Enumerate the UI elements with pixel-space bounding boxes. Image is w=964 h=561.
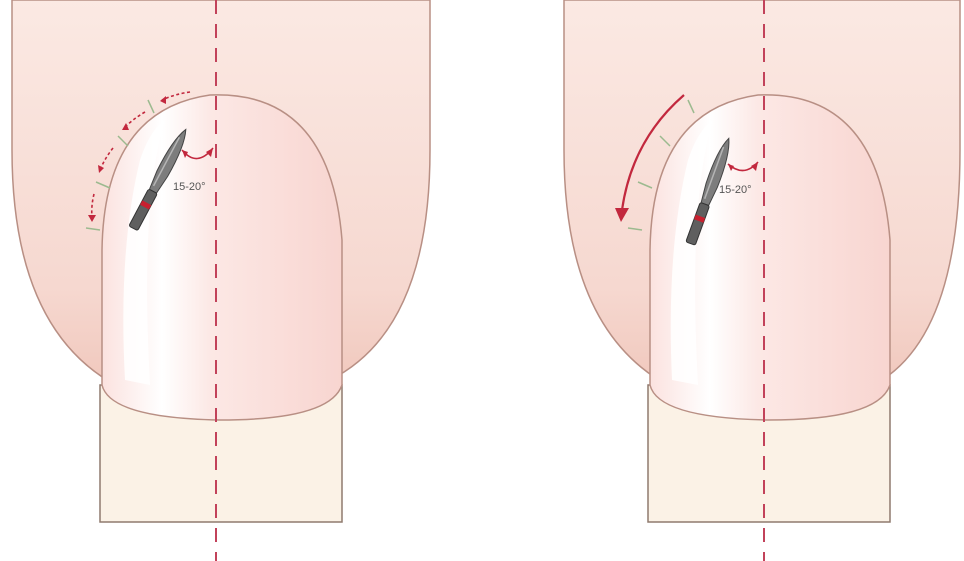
- diagram-panel-left: 15-20°: [0, 0, 482, 561]
- angle-label: 15-20°: [719, 184, 752, 196]
- angle-label: 15-20°: [173, 181, 206, 193]
- diagram-panel-right: 15-20°: [482, 0, 964, 561]
- finger-illustration-left: 15-20°: [0, 0, 482, 561]
- finger-illustration-right: 15-20°: [482, 0, 964, 561]
